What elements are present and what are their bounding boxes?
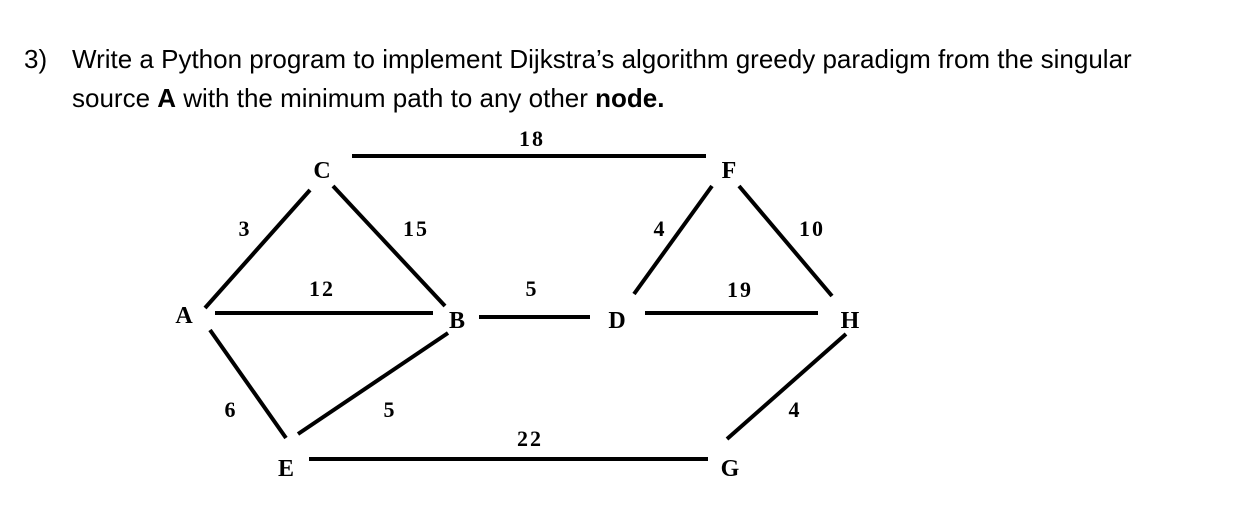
node-label-a: A bbox=[175, 303, 193, 329]
node-label-d: D bbox=[608, 308, 625, 334]
question-line-2-middle: with the minimum path to any other bbox=[176, 83, 596, 113]
edge-c-b bbox=[331, 184, 447, 308]
weight-label-c-b: 15 bbox=[403, 216, 429, 241]
weight-label-d-f: 4 bbox=[654, 216, 667, 241]
node-label-f: F bbox=[722, 158, 737, 184]
question-line-2-start: source bbox=[72, 83, 158, 113]
question-line-1: Write a Python program to implement Dijk… bbox=[72, 44, 1132, 74]
edge-e-b bbox=[296, 331, 450, 436]
edge-a-e bbox=[208, 328, 288, 440]
question-body: Write a Python program to implement Dijk… bbox=[72, 40, 1224, 118]
weight-label-e-b: 5 bbox=[384, 397, 397, 422]
weight-label-b-d: 5 bbox=[526, 276, 539, 301]
node-label-c: C bbox=[313, 158, 330, 184]
weight-label-f-h: 10 bbox=[799, 216, 825, 241]
node-label-b: B bbox=[449, 308, 465, 334]
edge-a-c bbox=[203, 188, 312, 310]
weight-label-a-b: 12 bbox=[309, 276, 335, 301]
source-node-emphasis: A bbox=[157, 83, 177, 113]
weight-label-a-c: 3 bbox=[239, 216, 252, 241]
weight-label-c-f: 18 bbox=[519, 126, 545, 151]
node-emphasis: node. bbox=[595, 83, 665, 113]
weight-label-g-h: 4 bbox=[789, 397, 802, 422]
weight-label-e-g: 22 bbox=[517, 426, 543, 451]
node-label-g: G bbox=[721, 456, 740, 482]
node-label-e: E bbox=[278, 456, 294, 482]
weight-label-a-e: 6 bbox=[225, 397, 238, 422]
edge-g-h bbox=[725, 332, 848, 441]
edge-f-h bbox=[737, 184, 834, 298]
question-number: 3) bbox=[24, 44, 48, 74]
weight-label-d-h: 19 bbox=[727, 277, 753, 302]
question-text: 3) Write a Python program to implement D… bbox=[24, 40, 1224, 118]
node-label-h: H bbox=[841, 308, 860, 334]
edge-d-f bbox=[632, 184, 714, 296]
